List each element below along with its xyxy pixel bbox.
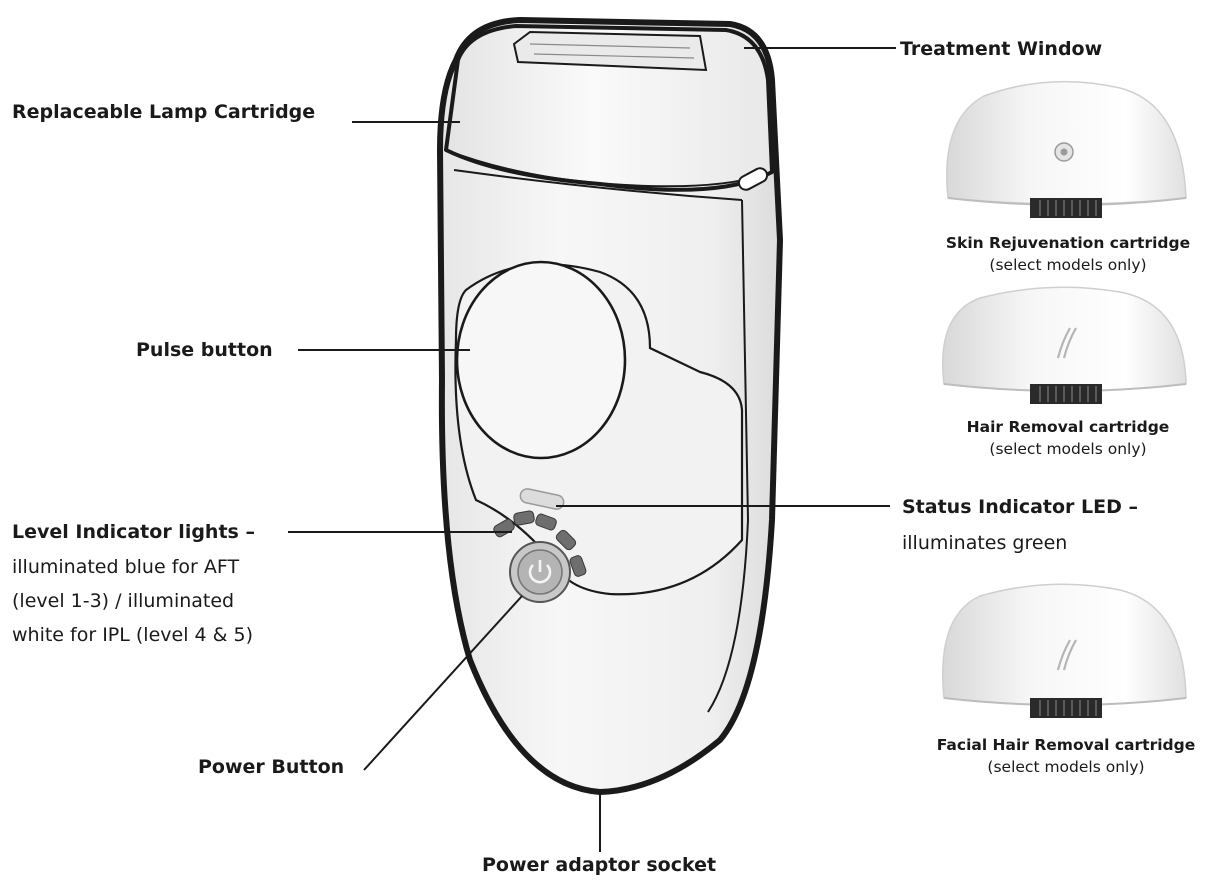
dot-icon	[1054, 142, 1074, 162]
label-level-indicator-line3: white for IPL (level 4 & 5)	[12, 624, 254, 646]
label-level-indicator-line2: (level 1-3) / illuminated	[12, 590, 235, 612]
caption-title: Skin Rejuvenation cartridge	[945, 234, 1191, 252]
label-level-indicator-title: Level Indicator lights –	[12, 521, 255, 543]
label-treatment-window: Treatment Window	[900, 38, 1103, 60]
power-button	[509, 541, 571, 603]
cartridge-facial-hair-removal	[942, 583, 1187, 718]
pulse-button	[455, 260, 627, 460]
label-level-indicator-line1: illuminated blue for AFT	[12, 556, 240, 578]
level-indicator-lights	[493, 510, 587, 577]
caption-hair-removal: Hair Removal cartridge (select models on…	[918, 416, 1218, 460]
caption-facial-hair-removal: Facial Hair Removal cartridge (select mo…	[908, 734, 1224, 778]
power-icon	[528, 560, 552, 584]
cartridge-skin-rejuvenation	[946, 80, 1187, 218]
lamp-cartridge	[444, 24, 774, 192]
caption-note: (select models only)	[989, 440, 1147, 458]
caption-title: Facial Hair Removal cartridge	[936, 736, 1196, 754]
caption-title: Hair Removal cartridge	[966, 418, 1170, 436]
leader-lines	[288, 47, 896, 852]
label-pulse-button: Pulse button	[136, 339, 273, 361]
hair-stroke-icon	[1056, 639, 1077, 671]
caption-note: (select models only)	[989, 256, 1147, 274]
cartridge-hair-removal	[942, 286, 1187, 404]
label-status-led-desc: illuminates green	[902, 532, 1068, 554]
label-status-led-title: Status Indicator LED –	[902, 496, 1139, 518]
label-power-adaptor-socket: Power adaptor socket	[482, 854, 717, 876]
caption-skin-rejuvenation: Skin Rejuvenation cartridge (select mode…	[918, 232, 1218, 276]
hair-stroke-icon	[1056, 327, 1077, 359]
label-power-button: Power Button	[198, 756, 345, 778]
status-led	[519, 488, 565, 510]
caption-note: (select models only)	[987, 758, 1145, 776]
label-replaceable-lamp-cartridge: Replaceable Lamp Cartridge	[12, 101, 316, 123]
